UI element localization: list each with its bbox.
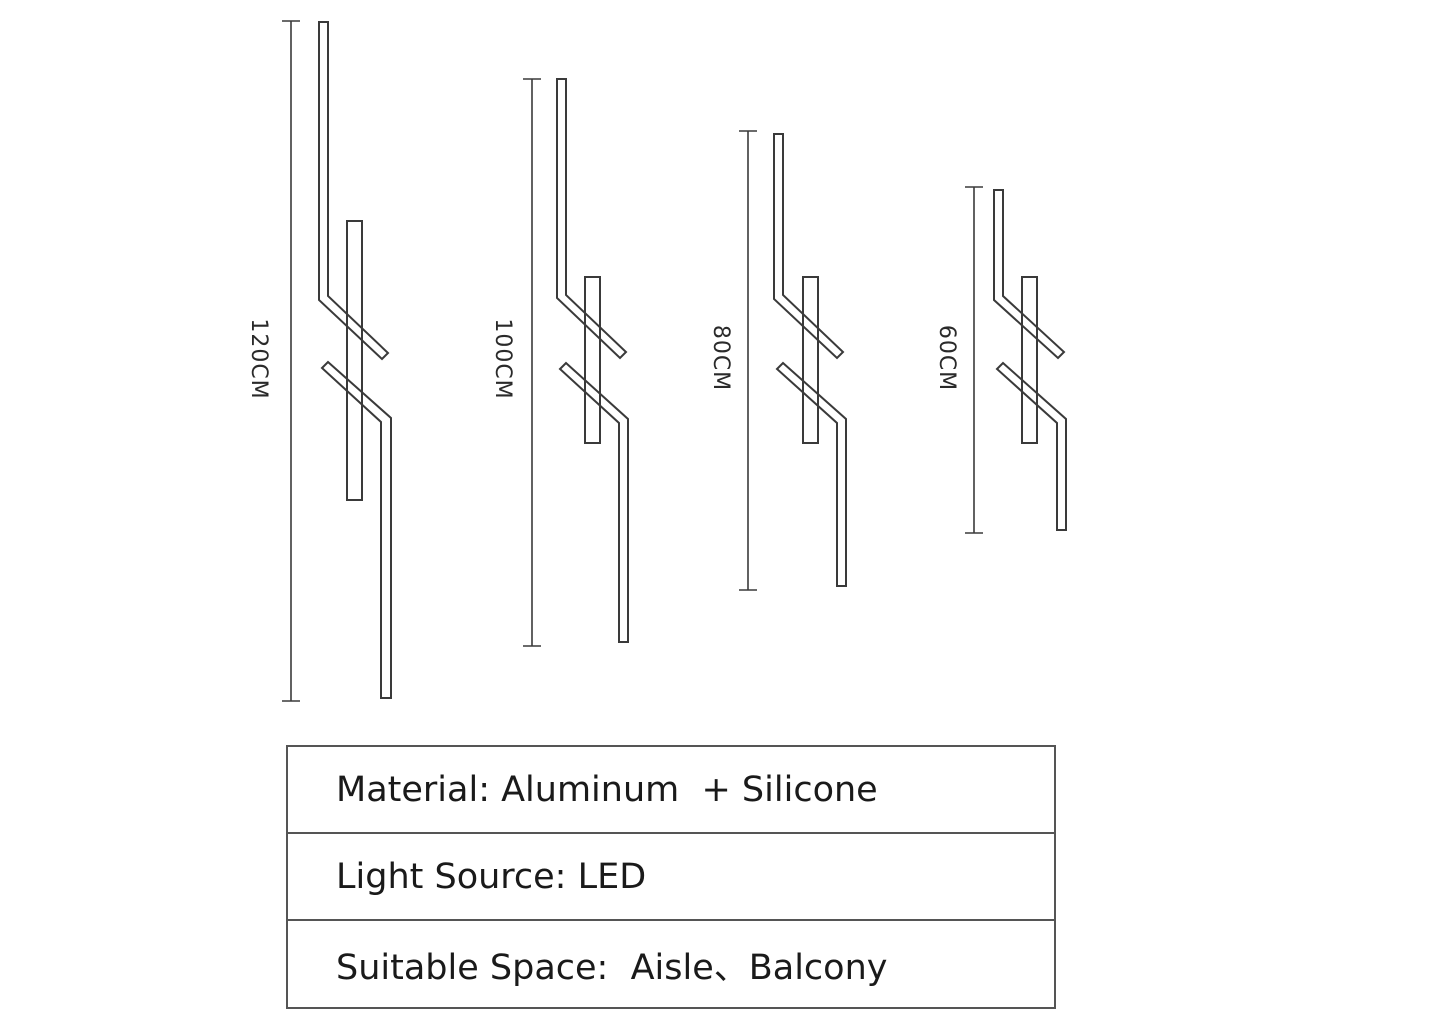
lamp-bar-upper [318,21,390,361]
spec-row-material: Material: Aluminum + Silicone [288,747,1054,834]
dimension-label-100cm: 100CM [490,318,515,399]
dimension-label-120cm: 120CM [246,318,271,399]
lamp-bar-lower [320,360,392,699]
dimension-line-120cm [282,20,300,702]
lamp-bar-middle [584,276,601,444]
lamp-120cm: 120CM [246,20,392,702]
spec-suitable-space-text: Suitable Space: Aisle、Balcony [336,947,888,988]
dimension-line-80cm [739,130,757,591]
spec-row-suitable-space: Suitable Space: Aisle、Balcony [288,921,1054,1007]
dimension-label-60cm: 60CM [934,325,959,391]
lamp-bar-lower [995,361,1067,531]
lamp-bar-upper [556,78,628,360]
lamp-size-diagram: 120CM 100CM 80CM [246,20,1067,702]
lamp-bar-upper [993,189,1066,360]
lamp-60cm: 60CM [934,186,1067,534]
dimension-line-60cm [965,186,983,534]
lamp-bar-middle [802,276,819,444]
lamp-bar-lower [558,361,629,643]
spec-material-text: Material: Aluminum + Silicone [336,769,878,810]
spec-table: Material: Aluminum + Silicone Light Sour… [286,745,1056,1009]
lamp-100cm: 100CM [490,78,629,647]
lamp-bar-lower [775,361,847,587]
lamp-bar-middle [346,220,363,501]
dimension-label-80cm: 80CM [708,325,733,391]
spec-row-light-source: Light Source: LED [288,834,1054,921]
lamp-bar-upper [773,133,845,360]
spec-light-source-text: Light Source: LED [336,856,647,897]
dimension-line-100cm [523,78,541,647]
lamp-bar-middle [1021,276,1038,444]
lamp-80cm: 80CM [708,130,847,591]
